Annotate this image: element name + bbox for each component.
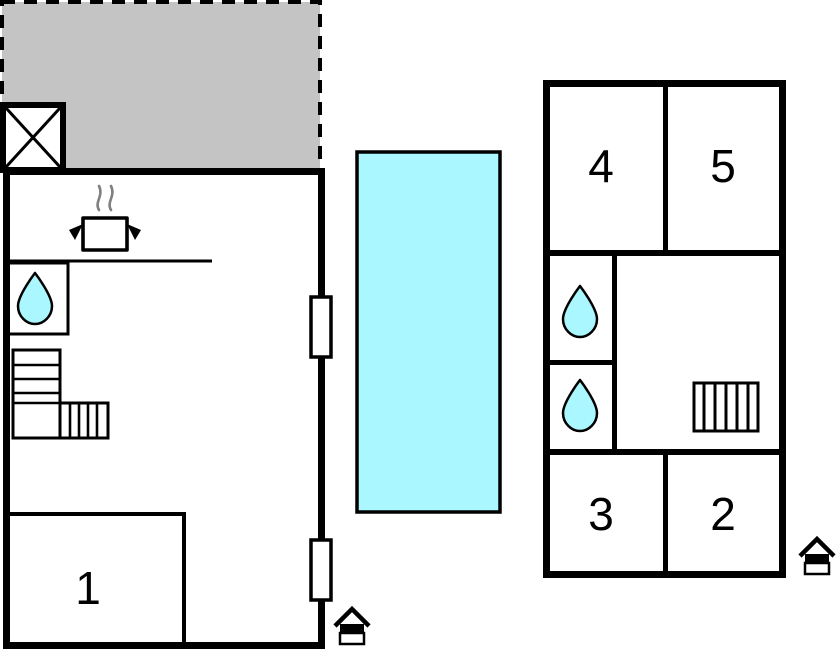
wall-right-east bbox=[779, 80, 786, 578]
wall-left-west bbox=[3, 168, 10, 649]
window-east-upper bbox=[309, 295, 333, 359]
room-1-wall-east bbox=[182, 512, 186, 647]
room-4-label: 4 bbox=[588, 140, 614, 192]
swimming-pool bbox=[355, 150, 502, 514]
window-east-lower bbox=[309, 538, 333, 602]
wall-right-north bbox=[543, 80, 786, 87]
room-3-label: 3 bbox=[588, 488, 614, 540]
wall-left-south bbox=[3, 642, 325, 649]
wall-bathroom-column-east bbox=[612, 253, 617, 453]
wall-left-east-b bbox=[318, 354, 325, 541]
wall-between-4-and-5 bbox=[663, 84, 668, 253]
room-1-wall-north bbox=[6, 512, 186, 516]
staircase-annex bbox=[692, 381, 760, 433]
staircase-main bbox=[11, 348, 110, 440]
wall-left-north bbox=[3, 168, 325, 175]
wall-between-3-and-2 bbox=[663, 452, 668, 574]
right-building: 4 5 3 2 bbox=[543, 80, 834, 578]
room-2-label: 2 bbox=[710, 488, 736, 540]
crossed-utility-box bbox=[0, 102, 66, 173]
wall-right-west bbox=[543, 80, 550, 578]
pool-outline bbox=[355, 150, 502, 514]
wall-right-south bbox=[543, 571, 786, 578]
left-building: 1 bbox=[0, 102, 369, 649]
bathroom-1 bbox=[4, 261, 70, 336]
stove-pot-icon bbox=[69, 184, 141, 252]
room-5-label: 5 bbox=[710, 140, 736, 192]
wall-between-bathrooms bbox=[546, 360, 615, 365]
wall-left-east-a bbox=[318, 168, 325, 298]
wall-left-east-c bbox=[318, 597, 325, 649]
room-1-label: 1 bbox=[75, 562, 101, 614]
wall-below-rooms-45 bbox=[546, 250, 783, 256]
room-1: 1 bbox=[6, 512, 186, 647]
